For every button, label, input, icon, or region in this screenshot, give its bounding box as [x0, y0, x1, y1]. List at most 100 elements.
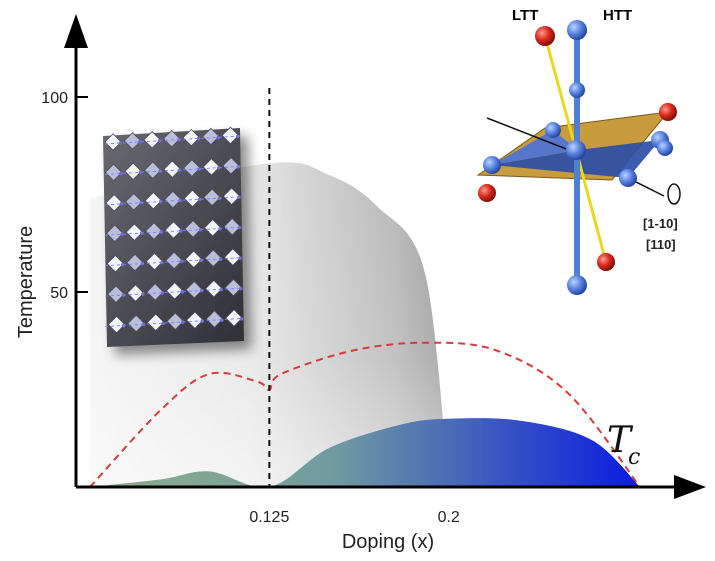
lattice-octahedron — [126, 253, 144, 272]
lattice-atom — [198, 228, 203, 232]
lattice-octahedron — [123, 132, 142, 150]
lattice-atom — [119, 202, 124, 206]
label-ltt: LTT — [512, 7, 538, 24]
lattice-octahedron — [146, 283, 164, 301]
lattice-octahedron — [225, 309, 243, 327]
lattice-octahedron — [104, 163, 123, 182]
lattice-octahedron — [144, 191, 163, 210]
octahedron-blue-top — [492, 130, 578, 165]
lattice-octahedron — [124, 192, 143, 211]
atom-left — [483, 156, 501, 174]
atom-ltt-bottom — [597, 253, 615, 271]
lattice-atom — [161, 321, 165, 326]
structure-inset: LTT HTT [1-10] [110] — [476, 7, 681, 295]
lattice-atom — [138, 140, 142, 144]
atom-right-red — [659, 103, 677, 121]
x-tick-label-0.2: 0.2 — [438, 509, 460, 526]
lattice-octahedron — [163, 160, 182, 178]
y-tick-label-50: 50 — [50, 285, 68, 302]
lattice-octahedron — [145, 222, 163, 240]
lattice-octahedron — [203, 188, 221, 207]
lattice-atom — [239, 286, 243, 291]
lattice-octahedron — [222, 187, 241, 206]
lattice-atom — [197, 167, 202, 171]
lattice-atom — [160, 260, 164, 265]
lattice-octahedron — [184, 220, 202, 238]
lattice-octahedron — [184, 250, 203, 269]
x-tick-label-0.125: 0.125 — [249, 509, 289, 526]
atom-front-right — [619, 169, 637, 187]
bond-ltt-lower — [574, 149, 608, 263]
axes — [64, 14, 706, 499]
atom-back-left — [545, 122, 561, 138]
lattice-octahedron — [203, 219, 222, 237]
lattice-row-line — [104, 226, 241, 236]
y-axis-arrow — [64, 14, 88, 48]
lattice-octahedron — [202, 158, 221, 176]
lattice-octahedron — [183, 159, 201, 177]
lattice-atom — [119, 171, 123, 176]
lattice-octahedron — [224, 248, 242, 266]
lattice-atom — [160, 291, 165, 295]
atom-left-red — [478, 184, 496, 202]
lattice-octahedron — [204, 249, 223, 267]
label-direction-110: [110] — [646, 237, 676, 252]
lattice-octahedron — [183, 189, 202, 208]
atom-right-lower — [657, 140, 673, 156]
lattice-octahedron — [107, 315, 126, 334]
atom-htt-upper — [569, 82, 585, 98]
lattice-octahedron — [107, 285, 125, 303]
lattice-octahedron — [205, 279, 223, 298]
lattice-octahedron — [143, 131, 161, 149]
lattice-octahedron — [164, 190, 182, 209]
rotation-arrow-icon — [667, 183, 681, 205]
atom-htt-bottom — [567, 275, 587, 295]
region-superconducting-dome — [90, 418, 640, 488]
lattice-octahedron — [202, 127, 220, 146]
lattice-atom — [120, 232, 124, 237]
lattice-octahedron — [146, 313, 165, 332]
lattice-atom — [118, 141, 123, 145]
lattice-row-line — [104, 287, 241, 297]
lattice-octahedron — [165, 282, 184, 300]
lattice-atom — [196, 136, 201, 141]
tc-annotation: T c — [607, 420, 640, 470]
lattice-inset — [103, 126, 244, 347]
lattice-octahedron — [162, 129, 181, 148]
lattice-row-line — [104, 318, 241, 328]
lattice-octahedron — [124, 162, 142, 181]
lattice-row-line — [104, 196, 241, 206]
lattice-octahedron — [145, 252, 164, 271]
label-htt: HTT — [603, 7, 632, 24]
lattice-octahedron — [222, 157, 240, 175]
x-axis-title: Doping (x) — [342, 531, 434, 553]
lattice-atom — [198, 197, 202, 202]
x-axis-arrow — [674, 475, 706, 499]
lattice-octahedron — [182, 128, 201, 147]
lattice-octahedron — [106, 224, 124, 243]
lattice-octahedron — [106, 254, 125, 273]
atom-center — [566, 140, 586, 160]
lattice-octahedron — [223, 217, 242, 236]
tc-label-main: T — [607, 420, 634, 461]
y-tick-label-100: 100 — [41, 90, 68, 107]
lattice-octahedron — [127, 314, 145, 333]
axis-line-black — [486, 117, 575, 153]
lattice-row-line — [104, 135, 241, 145]
lattice-atom — [179, 259, 184, 264]
lattice-atom — [180, 290, 184, 294]
lattice-octahedron — [165, 251, 183, 270]
bond-ltt-upper — [543, 35, 578, 151]
lattice-atom — [138, 170, 143, 175]
lattice-atom — [238, 256, 243, 260]
y-axis-title: Temperature — [15, 226, 37, 338]
lattice-octahedron — [221, 126, 240, 145]
lattice-octahedron — [125, 223, 144, 241]
atom-ltt-top — [535, 26, 555, 46]
lattice-atom — [239, 317, 244, 321]
lattice-atom — [220, 318, 224, 322]
lattice-atom — [120, 262, 125, 267]
atom-htt-top — [567, 20, 587, 40]
